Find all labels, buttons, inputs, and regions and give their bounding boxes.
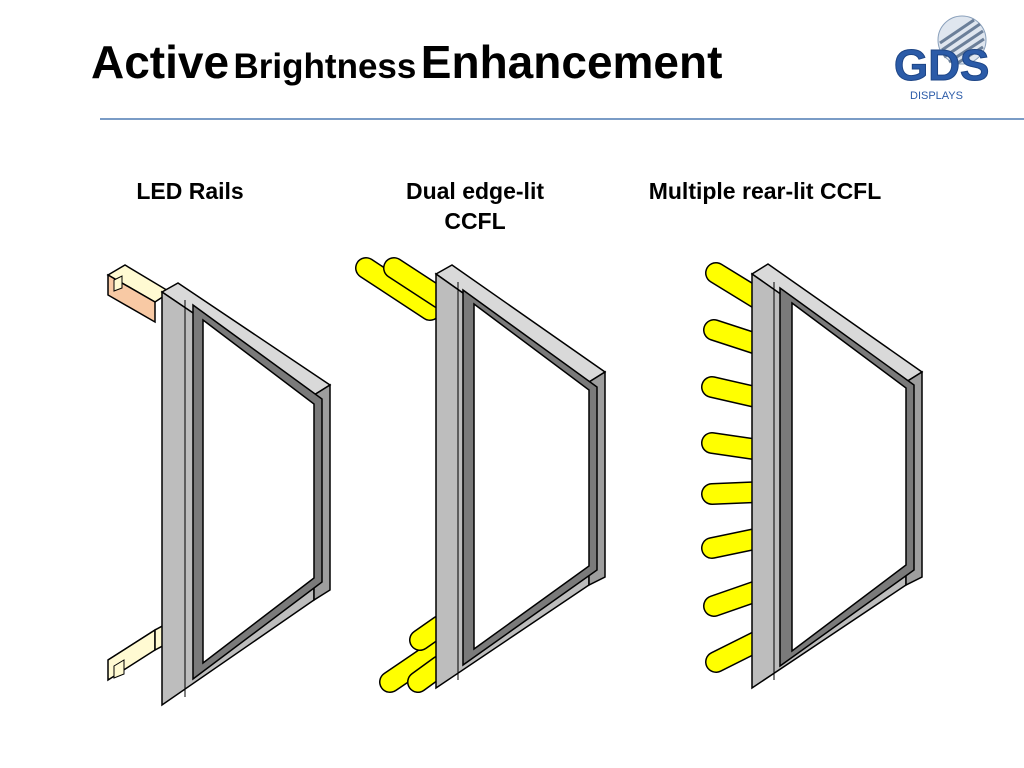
ccfl-lamps-bottom [379,615,451,693]
led-rail-bottom [107,620,171,682]
title-word-active: Active [91,36,230,88]
dual-frame [434,264,607,690]
label-dual-line2: CCFL [444,208,506,234]
led-rail-top [106,264,172,324]
multiple-rear-lit-diagram [701,262,924,690]
title-word-enhancement: Enhancement [420,36,723,88]
label-dual-edge-lit: Dual edge-lit CCFL [360,176,590,236]
multi-frame [750,263,924,690]
page-title: Active Brightness Enhancement [91,32,722,104]
label-multiple-rear-lit: Multiple rear-lit CCFL [648,178,882,204]
title-divider [100,118,1024,120]
title-word-brightness: Brightness [233,47,417,86]
label-led-rails: LED Rails [136,178,244,204]
logo-brand-text: GDS [894,41,989,90]
led-rails-diagram [106,264,332,707]
led-frame [160,282,332,707]
globe-icon [937,15,987,66]
dual-edge-lit-diagram [355,257,607,693]
gds-logo-icon: GDS DISPLAYS [894,15,990,102]
ccfl-lamps-top [355,257,451,321]
label-dual-line1: Dual edge-lit [405,178,544,204]
logo-sub-text: DISPLAYS [910,90,963,102]
